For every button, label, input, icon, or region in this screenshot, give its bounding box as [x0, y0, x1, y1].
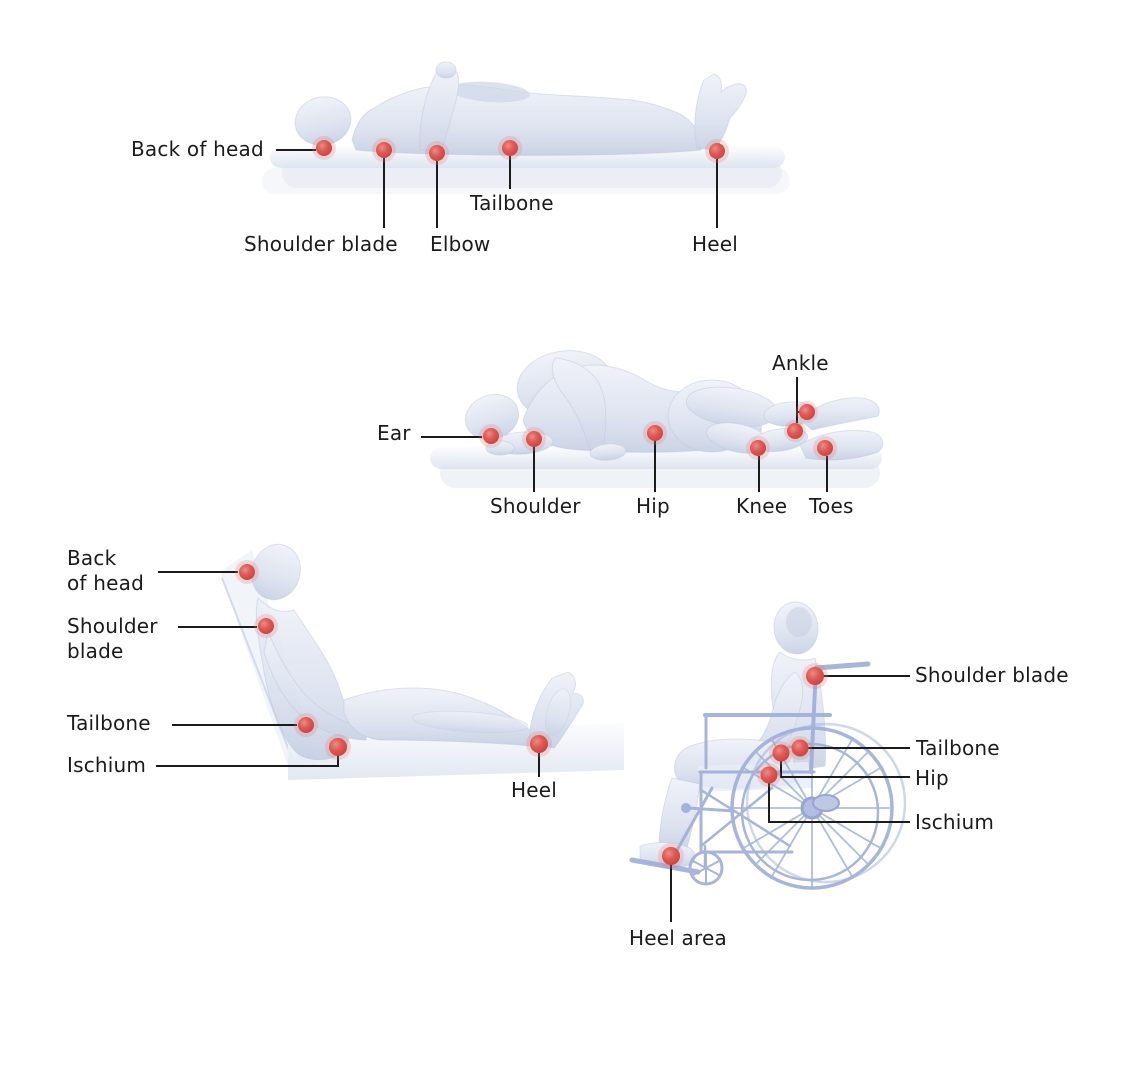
pressure-dot-shoulder-blade	[254, 614, 278, 638]
pressure-dot-back-of-head	[235, 560, 259, 584]
label-ankle: Ankle	[772, 351, 829, 375]
lower-leg	[658, 777, 701, 853]
upper-arm	[551, 357, 607, 451]
wheelchair	[629, 661, 907, 890]
label-tailbone: Tailbone	[470, 191, 554, 215]
arm-across-chest	[450, 81, 530, 103]
pressure-dot-ischium	[757, 763, 781, 787]
head	[464, 393, 520, 441]
pressure-dot-knee	[746, 436, 770, 460]
pressure-dot-ear	[479, 424, 503, 448]
pressure-dot-hip	[643, 421, 667, 445]
caster-spokes	[692, 852, 720, 884]
pressure-dot-heel-area	[658, 843, 684, 869]
figure-lying-on-side	[421, 350, 884, 492]
seat-cushion	[698, 762, 813, 792]
pressure-dot-ankle-lower	[784, 420, 806, 442]
leader-lines	[276, 149, 718, 228]
label-shoulder-blade-reclined: Shoulder blade	[67, 614, 158, 663]
label-hip: Hip	[636, 494, 670, 518]
label-toes: Toes	[809, 494, 854, 518]
pressure-dot-ankle-upper	[796, 401, 818, 423]
lower-hand	[485, 440, 515, 456]
label-back-of-head: Back of head	[131, 137, 264, 161]
pressure-dot-back-of-head	[312, 136, 336, 160]
label-elbow: Elbow	[430, 232, 491, 256]
backrest-post	[809, 666, 818, 774]
body-silhouette	[251, 543, 584, 761]
far-shin	[411, 710, 529, 734]
far-foot	[545, 688, 571, 736]
label-back-of-head-reclined: Back of head	[67, 546, 144, 595]
label-knee: Knee	[736, 494, 788, 518]
leader-lines	[421, 377, 828, 492]
figure-sitting-reclined	[156, 543, 624, 780]
pressure-dot-shoulder	[522, 427, 546, 451]
top-foot	[799, 397, 880, 431]
pressure-dots	[312, 136, 729, 165]
label-tailbone-reclined: Tailbone	[67, 711, 151, 735]
label-heel-area-wheelchair: Heel area	[629, 926, 727, 950]
figure-lying-on-back	[262, 61, 790, 228]
body-silhouette	[294, 61, 747, 156]
axle	[812, 794, 840, 812]
label-ischium-reclined: Ischium	[67, 753, 147, 777]
cross-brace-1	[699, 788, 792, 848]
label-ear: Ear	[377, 421, 411, 445]
push-handle	[813, 661, 871, 671]
upper-hand	[589, 443, 627, 461]
leader-ischium	[768, 783, 910, 823]
brake-knob	[681, 803, 691, 813]
label-heel-reclined: Heel	[511, 778, 558, 802]
figure-sitting-wheelchair	[629, 601, 910, 922]
pressure-dot-elbow	[425, 141, 449, 165]
label-shoulder-blade-wheelchair: Shoulder blade	[915, 663, 1069, 687]
pressure-dot-tailbone	[294, 713, 318, 737]
skull-shading	[786, 607, 812, 637]
leader-lines	[670, 675, 910, 922]
pressure-dot-heel	[526, 731, 552, 757]
head	[251, 543, 301, 601]
body-silhouette	[464, 350, 884, 461]
leader-lines	[156, 571, 540, 777]
label-heel: Heel	[692, 232, 739, 256]
cross-brace-2	[699, 786, 774, 848]
head	[773, 601, 819, 655]
far-wheel	[745, 722, 907, 884]
pressure-dot-ischium	[325, 734, 351, 760]
pressure-dots	[235, 560, 552, 760]
pressure-dot-tailbone	[498, 136, 522, 160]
footrest-hanger	[674, 786, 714, 854]
pressure-dot-shoulder-blade	[802, 663, 828, 689]
label-tailbone-wheelchair: Tailbone	[916, 736, 1000, 760]
pressure-dot-shoulder-blade	[372, 138, 396, 162]
brake-lever	[686, 806, 736, 813]
pressure-dot-tailbone	[788, 736, 812, 760]
pressure-dot-toes	[813, 436, 837, 460]
leader-hip	[780, 761, 910, 778]
pressure-dots	[658, 663, 828, 869]
label-hip-wheelchair: Hip	[915, 766, 949, 790]
leader-ischium	[156, 755, 339, 767]
pressure-dots	[479, 401, 837, 460]
label-ischium-wheelchair: Ischium	[915, 810, 995, 834]
label-shoulder: Shoulder	[490, 494, 581, 518]
feet	[694, 73, 747, 151]
hand	[435, 61, 457, 79]
pressure-dot-hip	[769, 741, 793, 765]
footplate	[629, 857, 701, 875]
label-shoulder-blade: Shoulder blade	[244, 232, 398, 256]
pressure-dot-heel	[705, 139, 729, 163]
